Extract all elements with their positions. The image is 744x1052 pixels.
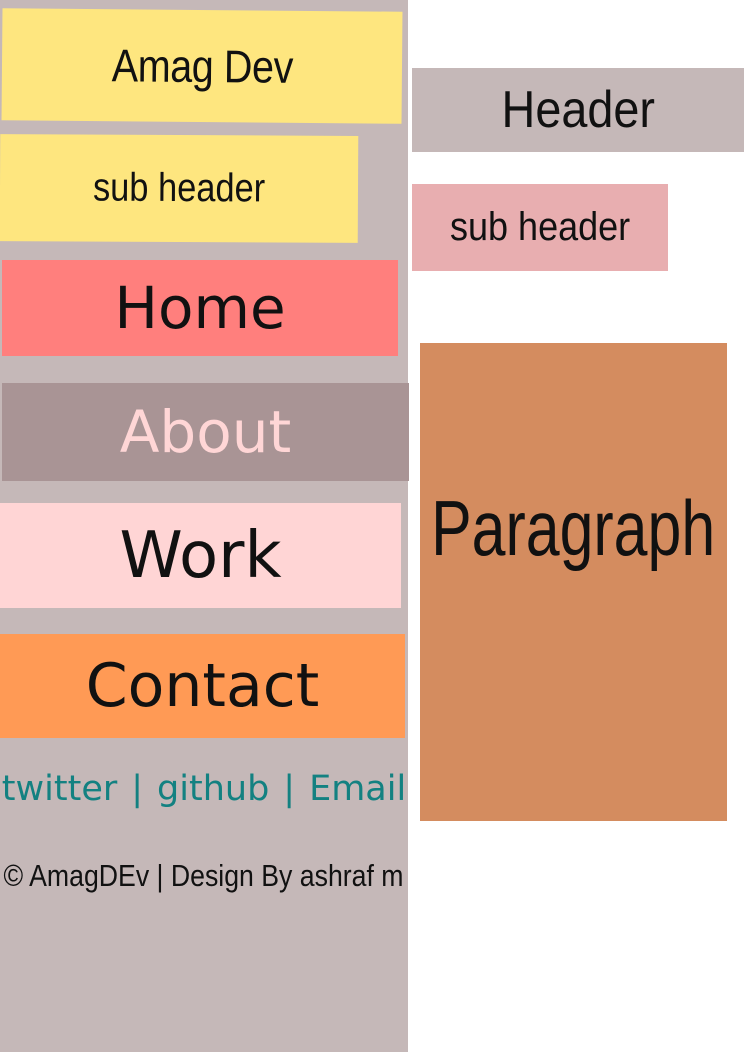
brand-title[interactable]: Amag Dev [1, 8, 403, 124]
brand-title-text: Amag Dev [111, 39, 293, 93]
footer-copyright-text: © AmagDEv | Design By ashraf m [4, 858, 404, 893]
nav-item-contact-label: Contact [85, 651, 320, 721]
social-links: twitter | github | Email [0, 766, 408, 812]
twitter-link[interactable]: twitter [1, 769, 118, 809]
nav-item-home-label: Home [114, 274, 286, 342]
nav-item-work-label: Work [119, 518, 282, 593]
main-sub-header: sub header [412, 184, 668, 271]
nav-item-about-label: About [119, 398, 292, 466]
main-paragraph-text: Paragraph [431, 484, 716, 572]
main-sub-header-text: sub header [449, 205, 631, 249]
email-link[interactable]: Email [309, 769, 407, 809]
nav-item-work[interactable]: Work [0, 503, 401, 608]
github-link[interactable]: github [157, 769, 270, 809]
sidebar: Amag Dev sub header Home About Work Cont… [0, 0, 409, 1052]
nav-item-about[interactable]: About [2, 383, 409, 481]
main-paragraph: Paragraph [420, 343, 727, 821]
nav-item-home[interactable]: Home [2, 260, 398, 356]
nav-item-contact[interactable]: Contact [0, 634, 405, 738]
link-separator: | [283, 769, 296, 809]
main-header: Header [412, 68, 744, 152]
main-header-text: Header [501, 81, 655, 139]
sidebar-sub-header-text: sub header [92, 165, 266, 211]
link-separator: | [131, 769, 144, 809]
footer-copyright: © AmagDEv | Design By ashraf m [0, 852, 408, 900]
sidebar-sub-header: sub header [0, 134, 359, 243]
